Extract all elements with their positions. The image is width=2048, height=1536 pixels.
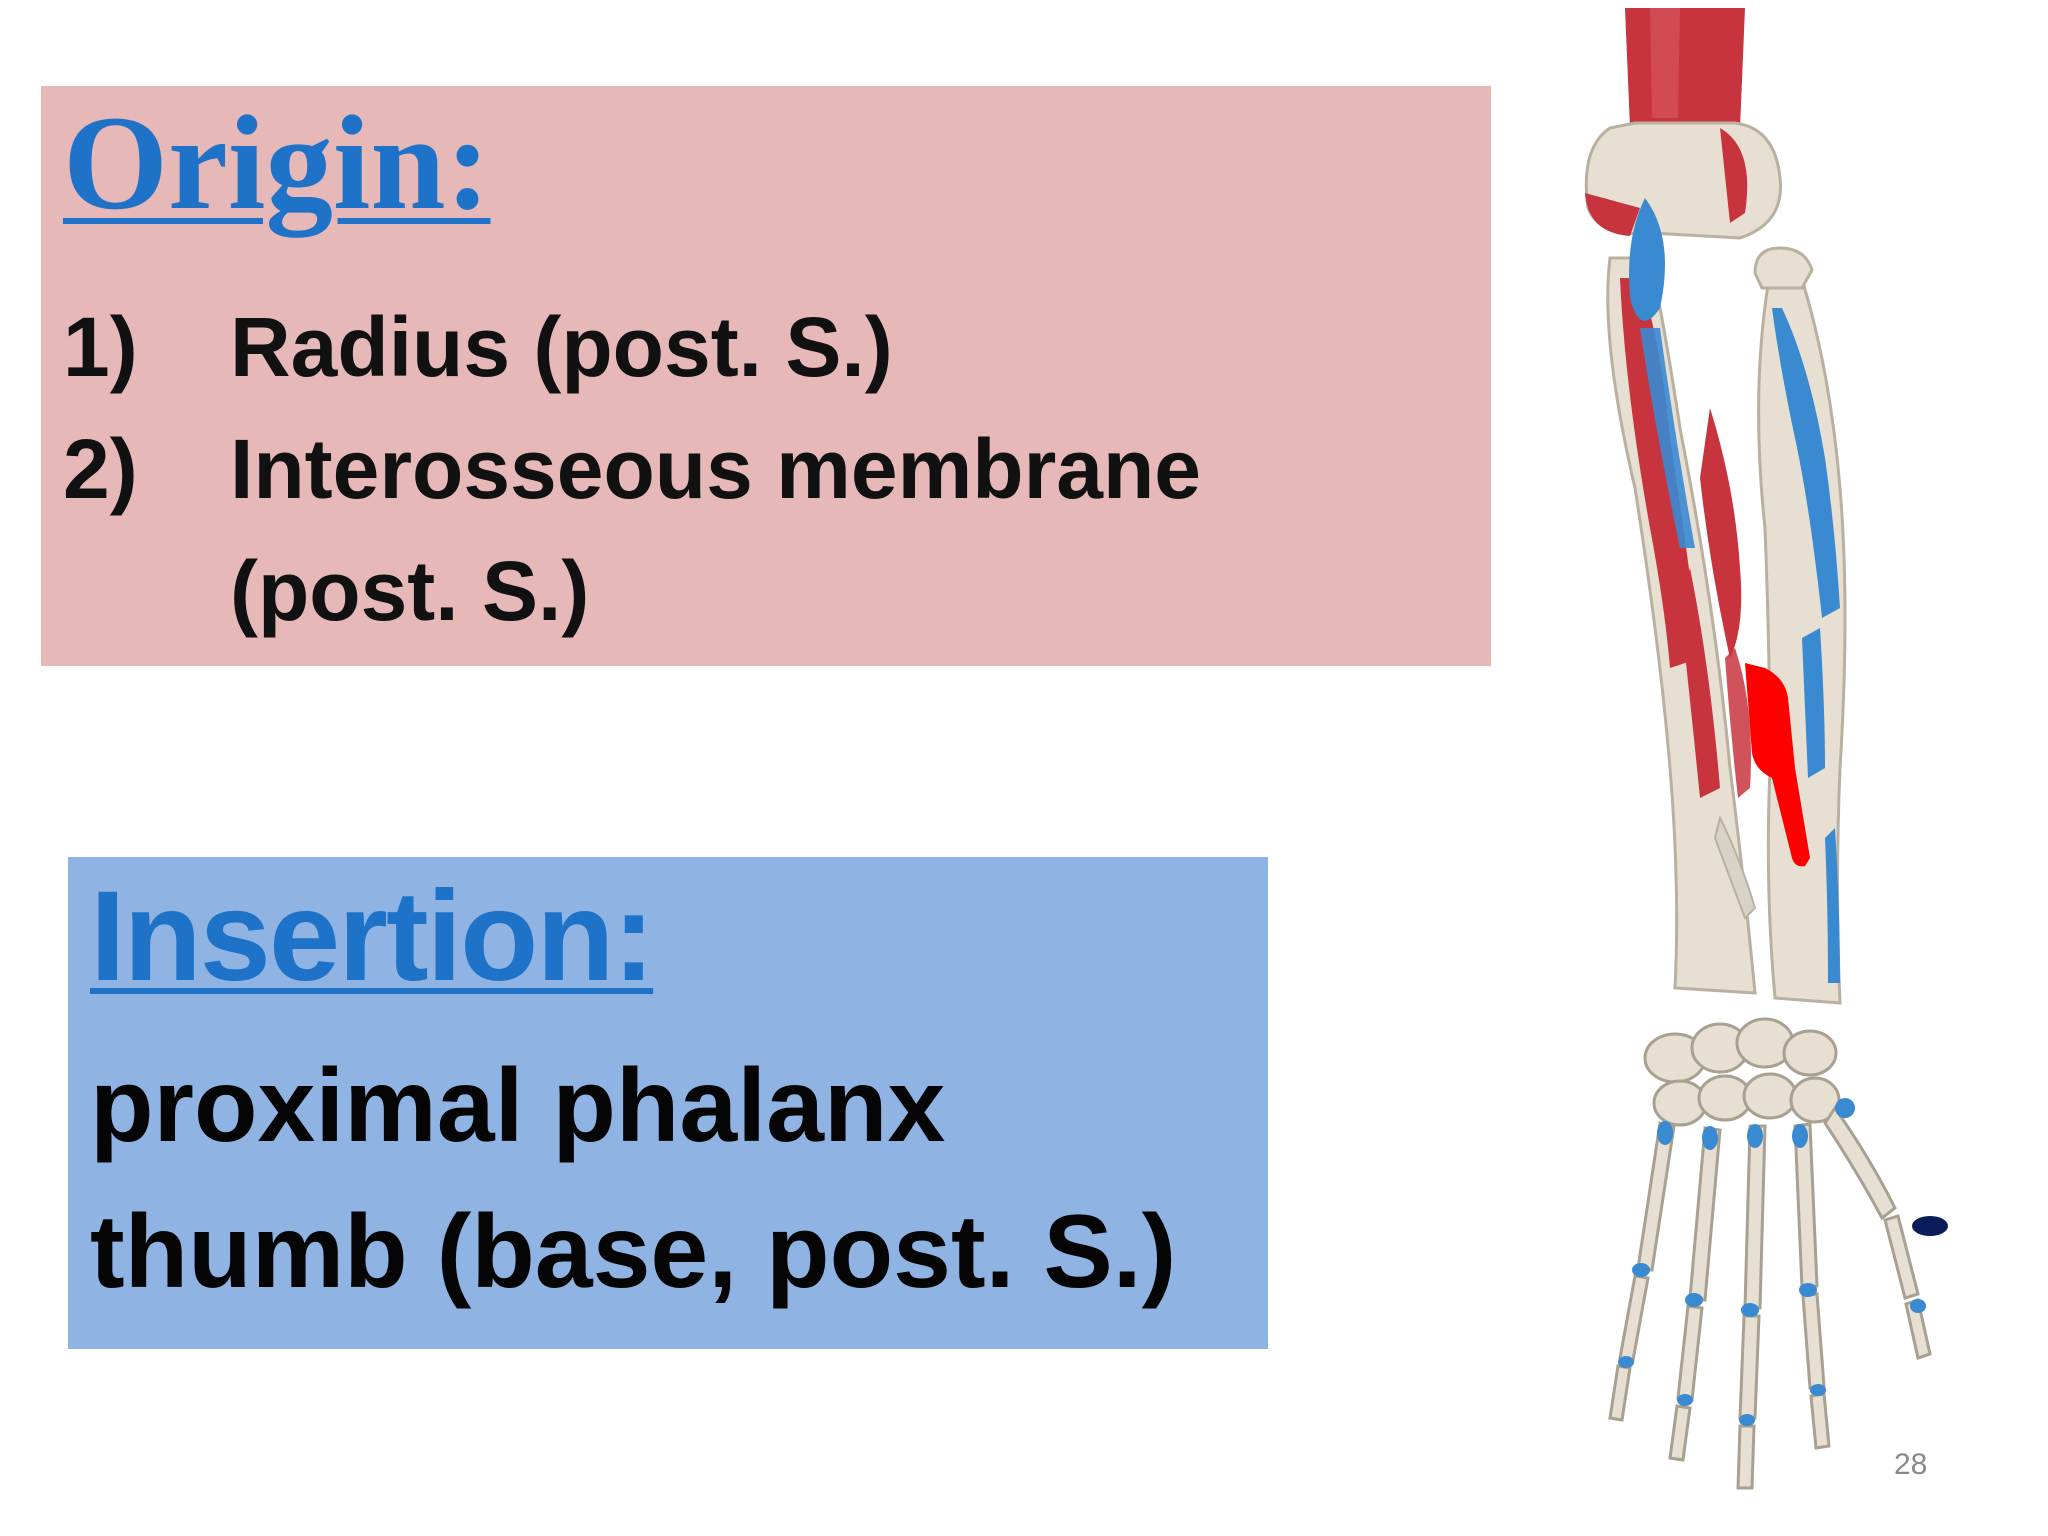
insertion-text: proximal phalanx thumb (base, post. S.)	[90, 1033, 1250, 1325]
ulna	[1753, 246, 1847, 1005]
hand-attachment-marks	[1618, 1098, 1926, 1426]
origin-item-number: 2)	[63, 422, 138, 516]
origin-item: 1) Radius (post. S.)	[63, 286, 1410, 408]
page-number: 28	[1894, 1448, 1928, 1481]
origin-item-text: Interosseous membrane (post. S.)	[230, 422, 1202, 638]
muscle-attachments	[1680, 408, 1757, 920]
radius	[1606, 198, 1757, 995]
insertion-line-2: thumb (base, post. S.)	[90, 1194, 1177, 1310]
origin-item-text: Radius (post. S.)	[230, 300, 893, 394]
origin-highlight	[1745, 663, 1810, 867]
humerus	[1584, 8, 1782, 240]
insertion-heading: Insertion:	[90, 865, 655, 1008]
origin-panel: Origin: 1) Radius (post. S.) 2) Inteross…	[41, 86, 1491, 666]
origin-item-number: 1)	[63, 300, 138, 394]
finger-bones	[1608, 1105, 1932, 1490]
origin-heading: Origin:	[63, 89, 491, 238]
forearm-hand-bones-illustration	[1584, 8, 1948, 1490]
insertion-highlight	[1912, 1216, 1948, 1236]
carpal-bones	[1643, 1017, 1841, 1127]
insertion-line-1: proximal phalanx	[90, 1048, 946, 1164]
origin-item: 2) Interosseous membrane (post. S.)	[63, 408, 1410, 652]
insertion-panel: Insertion: proximal phalanx thumb (base,…	[68, 857, 1268, 1349]
origin-list: 1) Radius (post. S.) 2) Interosseous mem…	[63, 286, 1410, 652]
